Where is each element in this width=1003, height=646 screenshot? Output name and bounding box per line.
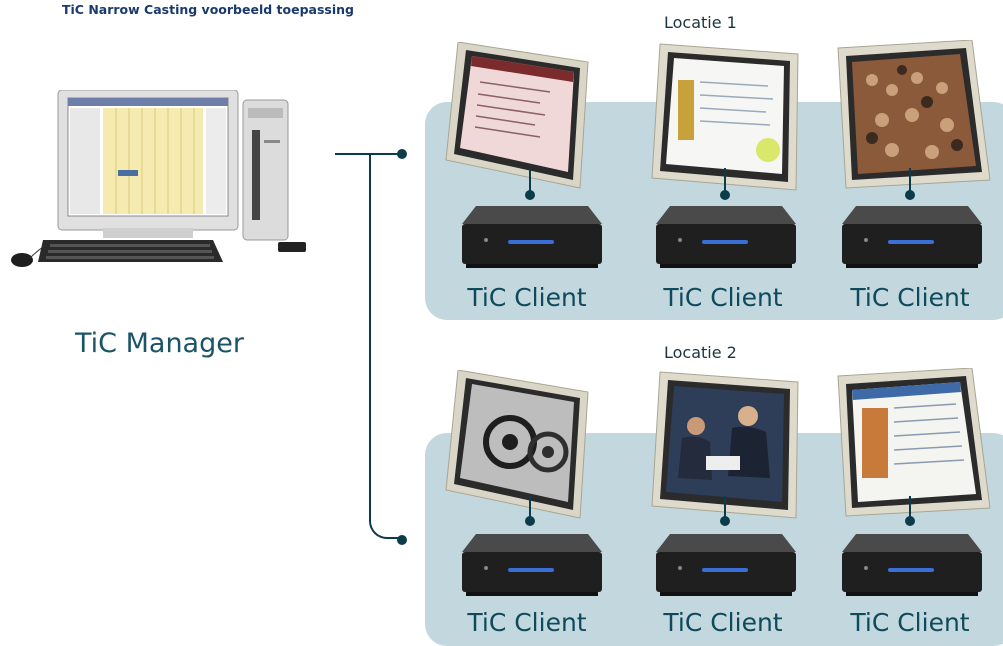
connector-dot-location-2 — [397, 535, 407, 545]
connector-vertical — [369, 153, 371, 521]
client-connector — [529, 168, 531, 194]
client-label: TiC Client — [663, 283, 783, 312]
client-device — [842, 534, 982, 596]
connector-curve-bottom — [369, 505, 399, 539]
diagram-title: TiC Narrow Casting voorbeeld toepassing — [62, 2, 354, 17]
client-connector — [529, 496, 531, 522]
client-label: TiC Client — [467, 608, 587, 637]
connector-horizontal-top — [335, 153, 400, 155]
client-connector-dot — [720, 190, 730, 200]
client-connector-dot — [525, 516, 535, 526]
client-connector — [909, 496, 911, 522]
client-label: TiC Client — [850, 608, 970, 637]
client-monitor — [440, 370, 600, 520]
client-device — [462, 534, 602, 596]
client-monitor — [832, 368, 992, 518]
client-monitor — [648, 368, 808, 523]
client-connector — [909, 168, 911, 194]
client-label: TiC Client — [663, 608, 783, 637]
manager-label: TiC Manager — [75, 328, 244, 359]
client-device — [842, 206, 982, 268]
client-monitor — [832, 40, 992, 190]
client-connector-dot — [525, 190, 535, 200]
client-monitor — [440, 42, 600, 192]
location-1-label: Locatie 1 — [664, 13, 737, 32]
connector-dot-location-1 — [397, 149, 407, 159]
location-2-label: Locatie 2 — [664, 343, 737, 362]
client-device — [462, 206, 602, 268]
client-connector — [724, 496, 726, 522]
client-connector-dot — [905, 516, 915, 526]
client-label: TiC Client — [850, 283, 970, 312]
client-connector — [724, 168, 726, 194]
client-monitor — [648, 40, 808, 195]
client-label: TiC Client — [467, 283, 587, 312]
client-device — [656, 534, 796, 596]
client-device — [656, 206, 796, 268]
client-connector-dot — [905, 190, 915, 200]
client-connector-dot — [720, 516, 730, 526]
manager-computer-illustration — [8, 90, 308, 275]
